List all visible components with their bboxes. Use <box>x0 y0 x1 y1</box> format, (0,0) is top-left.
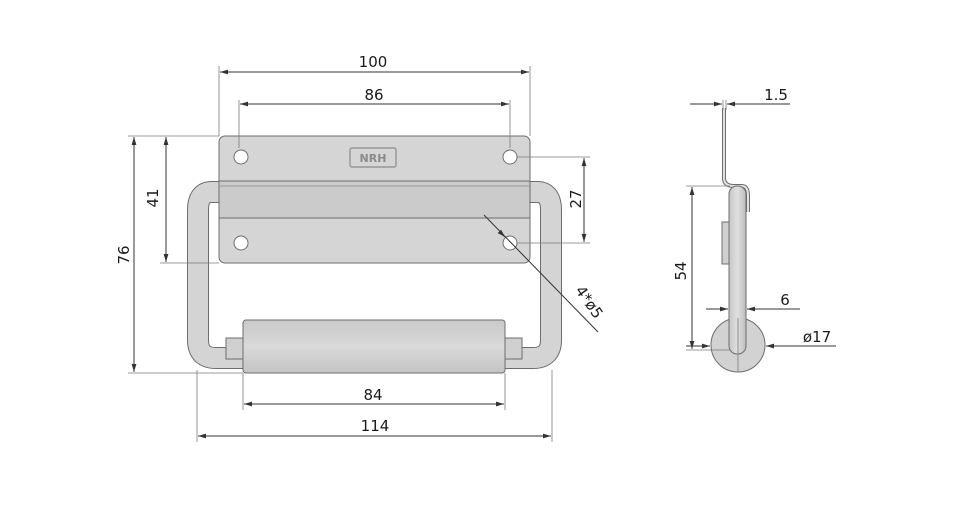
mount-hole-top-right <box>502 149 518 165</box>
dim-grip-diameter: ø17 <box>803 328 831 346</box>
logo-text: NRH <box>360 152 387 165</box>
dim-overall-height: 76 <box>115 245 133 264</box>
rod-end-right <box>504 337 523 360</box>
plate-fold <box>218 180 531 219</box>
mount-hole-top-left <box>233 149 249 165</box>
side-view-dimensions: 1.5 54 6 ø17 <box>672 86 836 372</box>
side-bracket <box>721 221 730 265</box>
mount-hole-bottom-right <box>502 235 518 251</box>
dim-overall-width: 114 <box>361 417 390 435</box>
grip-tube <box>242 319 506 374</box>
dim-overall-plate-width: 100 <box>359 53 388 71</box>
logo-badge <box>349 147 397 168</box>
front-view-dimensions: 100 86 76 41 27 4*ø5 84 114 <box>115 53 607 442</box>
mount-hole-bottom-left <box>233 235 249 251</box>
dim-plate-height: 41 <box>144 188 162 207</box>
dim-holes: 4*ø5 <box>571 282 606 322</box>
dim-hole-spacing-horizontal: 86 <box>364 86 383 104</box>
dim-rod-diameter: 6 <box>780 291 790 309</box>
dim-handle-drop: 54 <box>672 261 690 280</box>
side-rod <box>728 185 747 355</box>
dim-grip-length: 84 <box>363 386 382 404</box>
dim-plate-thickness: 1.5 <box>764 86 788 104</box>
front-view: NRH <box>187 135 562 374</box>
rod-end-left <box>225 337 245 360</box>
dim-hole-spacing-vertical: 27 <box>567 189 585 208</box>
